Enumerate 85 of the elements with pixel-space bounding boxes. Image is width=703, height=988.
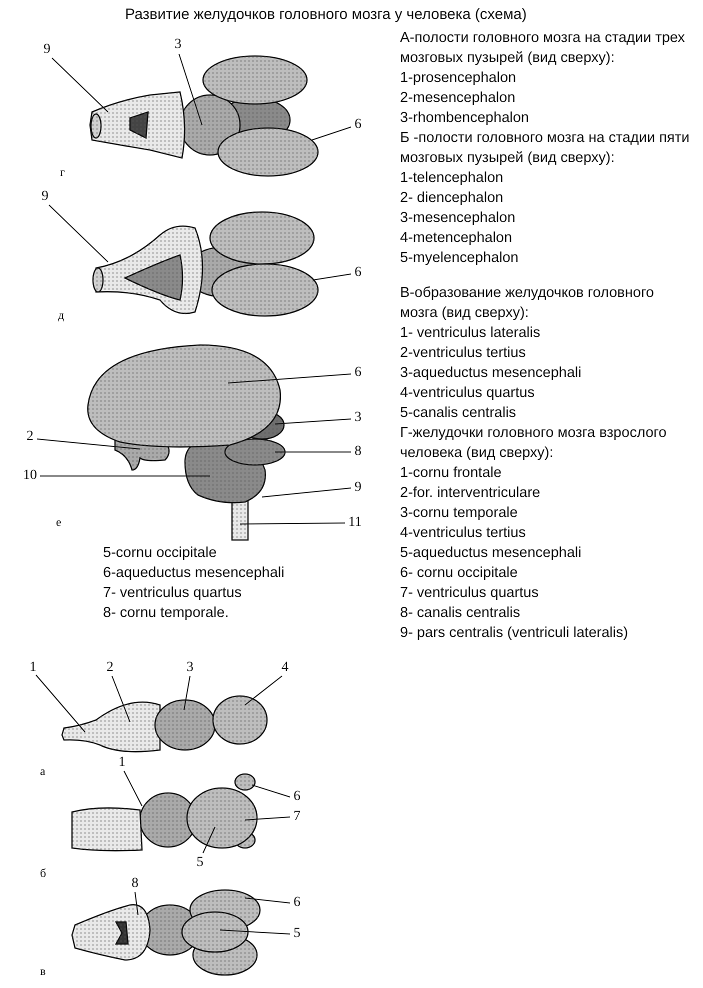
callout-number: 7 xyxy=(294,809,300,825)
callout-number: 3 xyxy=(174,37,182,53)
callout-number: 6 xyxy=(294,895,300,911)
legend-text: 9- pars centralis (ventriculi lateralis) xyxy=(400,624,628,643)
callout-number: 8 xyxy=(354,444,362,460)
callout-number: 6 xyxy=(354,117,362,133)
leader-line xyxy=(244,898,290,904)
callout-number: 5 xyxy=(196,855,204,871)
leader-line xyxy=(52,58,108,112)
legend-text: 2- diencephalon xyxy=(400,189,504,208)
legend-text: 5-myelencephalon xyxy=(400,249,518,268)
callout-number: 8 xyxy=(132,876,138,892)
panel-letter: г xyxy=(60,165,65,180)
panel-letter: в xyxy=(40,964,46,979)
legend-text: 5-aqueductus mesencephali xyxy=(400,544,582,563)
legend-text: 5-canalis centralis xyxy=(400,404,516,423)
legend-text: 3-mesencephalon xyxy=(400,209,516,228)
callout-number: 9 xyxy=(42,189,48,205)
legend-text: 8- cornu temporale. xyxy=(103,604,229,623)
leader-line xyxy=(228,374,352,384)
leader-line xyxy=(36,674,86,732)
callout-number: 1 xyxy=(30,660,36,676)
callout-number: 6 xyxy=(354,265,362,281)
leader-line xyxy=(262,488,352,498)
brain-drawing xyxy=(71,889,261,976)
legend-text: Б -полости головного мозга на стадии пяти мозговых пузырей (вид сверху): xyxy=(400,129,690,168)
leader-line xyxy=(240,522,346,524)
panel-letter: д xyxy=(58,308,64,323)
brain-drawing xyxy=(89,55,319,177)
legend-text: 6-aqueductus mesencephali xyxy=(103,564,284,583)
callout-number: 11 xyxy=(348,515,362,531)
brain-drawing xyxy=(71,773,258,852)
legend-text: 3-cornu temporale xyxy=(400,504,518,523)
leader-line xyxy=(184,676,190,710)
callout-number: 1 xyxy=(118,755,126,771)
callout-number: 3 xyxy=(354,410,362,426)
legend-text: 1-cornu frontale xyxy=(400,464,502,483)
legend-text: 4-ventriculus tertius xyxy=(400,524,526,543)
brain-drawing xyxy=(61,695,268,752)
legend-text: 4-ventriculus quartus xyxy=(400,384,535,403)
legend-text: 2-ventriculus tertius xyxy=(400,344,526,363)
leader-line xyxy=(124,770,142,806)
callout-number: 9 xyxy=(354,480,362,496)
panel-letter: б xyxy=(40,866,46,881)
leader-line xyxy=(220,930,290,934)
callout-number: 10 xyxy=(23,468,37,484)
panel-letter: а xyxy=(40,764,46,779)
leader-line xyxy=(112,676,130,722)
legend-text: 2-for. interventriculare xyxy=(400,484,540,503)
legend-text: 1- ventriculus lateralis xyxy=(400,324,540,343)
legend-text: А-полости головного мозга на стадии трех мозговых пузырей (вид сверху): xyxy=(400,29,686,68)
leader-line xyxy=(48,204,108,262)
diagram-title: Развитие желудочков головного мозга у человека (схема) xyxy=(125,6,527,23)
legend-text: 1-telencephalon xyxy=(400,169,504,188)
leader-line xyxy=(178,54,202,126)
leader-line xyxy=(244,676,282,706)
legend-text: 5-cornu occipitale xyxy=(103,544,217,563)
callout-number: 4 xyxy=(282,660,288,676)
callout-number: 5 xyxy=(294,926,300,942)
callout-number: 2 xyxy=(26,429,34,445)
callout-number: 6 xyxy=(294,789,300,805)
leader-line xyxy=(134,892,138,916)
callout-number: 9 xyxy=(44,42,50,58)
leader-line xyxy=(274,418,352,424)
legend-text: 2-mesencephalon xyxy=(400,89,516,108)
brain-drawing xyxy=(87,344,286,541)
legend-text: 3-aqueductus mesencephali xyxy=(400,364,582,383)
legend-text: 6- cornu occipitale xyxy=(400,564,518,583)
legend-text: 4-metencephalon xyxy=(400,229,512,248)
legend-text: 7- ventriculus quartus xyxy=(400,584,539,603)
legend-text: 7- ventriculus quartus xyxy=(103,584,242,603)
leader-line xyxy=(252,784,290,798)
callout-number: 2 xyxy=(106,660,114,676)
leader-line xyxy=(312,274,352,280)
callout-number: 3 xyxy=(186,660,194,676)
panel-letter: е xyxy=(56,515,62,530)
legend-text: Г-желудочки головного мозга взрослого человека (вид сверху): xyxy=(400,424,668,463)
leader-line xyxy=(312,126,352,140)
callout-number: 6 xyxy=(354,365,362,381)
legend-text: 3-rhombencephalon xyxy=(400,109,529,128)
leader-line xyxy=(244,816,290,820)
legend-text: В-образование желудочков головного мозга (вид сверху): xyxy=(400,284,655,323)
legend-text: 8- canalis centralis xyxy=(400,604,520,623)
legend-text: 1-prosencephalon xyxy=(400,69,516,88)
brain-drawing xyxy=(92,211,319,317)
